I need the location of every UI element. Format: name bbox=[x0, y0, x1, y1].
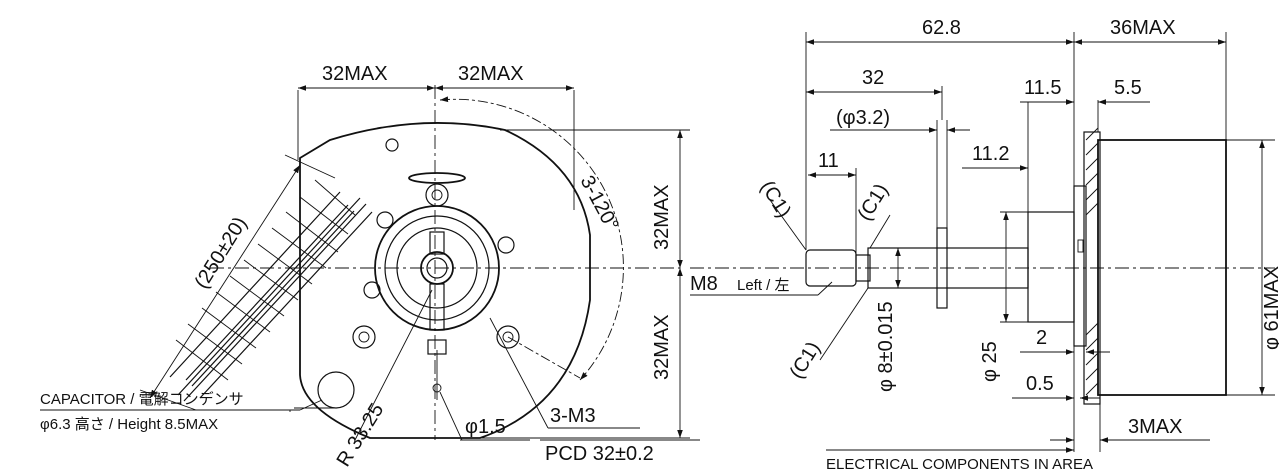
body-length-label: 36MAX bbox=[1110, 17, 1176, 39]
angle-label: 3-120° bbox=[576, 172, 623, 235]
side-view: 62.8 36MAX 32 (φ3.2) 11 11.5 5.5 11.2 (C… bbox=[690, 17, 1279, 470]
radius-label: R 33.25 bbox=[333, 400, 389, 470]
chamfer-3-label: (C1) bbox=[786, 338, 825, 383]
pin-diameter-label: φ1.5 bbox=[465, 416, 506, 438]
mounting-hole bbox=[385, 138, 399, 152]
shaft-32-label: 32 bbox=[862, 67, 884, 89]
pcd-label: PCD 32±0.2 bbox=[545, 443, 654, 465]
cross-pin bbox=[936, 227, 948, 309]
chamfer-1-label: (C1) bbox=[756, 177, 795, 222]
thread-11-label: 11 bbox=[818, 150, 839, 172]
dim-2-label: 2 bbox=[1036, 327, 1047, 349]
total-length-label: 62.8 bbox=[922, 17, 961, 39]
lead-length-label: (250±20) bbox=[191, 213, 252, 292]
hole-diameter-label: (φ3.2) bbox=[836, 107, 890, 129]
footnote-label: ELECTRICAL COMPONENTS IN AREA bbox=[826, 456, 1093, 470]
flange-max-label: 3MAX bbox=[1128, 416, 1182, 438]
chamfer-2-label: (C1) bbox=[854, 180, 893, 225]
thread-direction-label: Left / 左 bbox=[737, 277, 790, 294]
dim-11-2-label: 11.2 bbox=[972, 143, 1009, 165]
width-right-label: 32MAX bbox=[458, 63, 524, 85]
capacitor-label: CAPACITOR / 電解コンデンサ bbox=[40, 390, 244, 408]
front-view: (250±20) 32MAX bbox=[40, 63, 700, 470]
shaft bbox=[867, 247, 1029, 289]
flange bbox=[1083, 131, 1101, 405]
boss-diameter-label: φ 25 bbox=[979, 341, 1001, 382]
height-bottom-label: 32MAX bbox=[651, 314, 673, 380]
shaft-diameter-label: φ 8±0.015 bbox=[875, 301, 897, 392]
thread-spec-label: M8 bbox=[690, 273, 718, 295]
capacitor-size-label: φ6.3 高さ / Height 8.5MAX bbox=[40, 416, 218, 433]
flange-hatching bbox=[1085, 127, 1099, 396]
height-top-label: 32MAX bbox=[651, 184, 673, 250]
capacitor-circle bbox=[317, 371, 355, 409]
lead-length-dimension bbox=[149, 164, 301, 399]
width-left-label: 32MAX bbox=[322, 63, 388, 85]
dim-0-5-label: 0.5 bbox=[1026, 373, 1054, 395]
holes-label: 3-M3 bbox=[550, 405, 596, 427]
central-hub bbox=[352, 172, 520, 400]
boss bbox=[1027, 211, 1075, 323]
lead-wires bbox=[169, 179, 373, 402]
motor-outline bbox=[299, 122, 591, 439]
body-diameter-label: φ 61MAX bbox=[1261, 266, 1279, 350]
dim-11-5-label: 11.5 bbox=[1024, 77, 1061, 99]
dim-5-5-label: 5.5 bbox=[1114, 77, 1142, 99]
motor-body bbox=[1097, 139, 1227, 396]
angle-arc bbox=[439, 96, 624, 381]
